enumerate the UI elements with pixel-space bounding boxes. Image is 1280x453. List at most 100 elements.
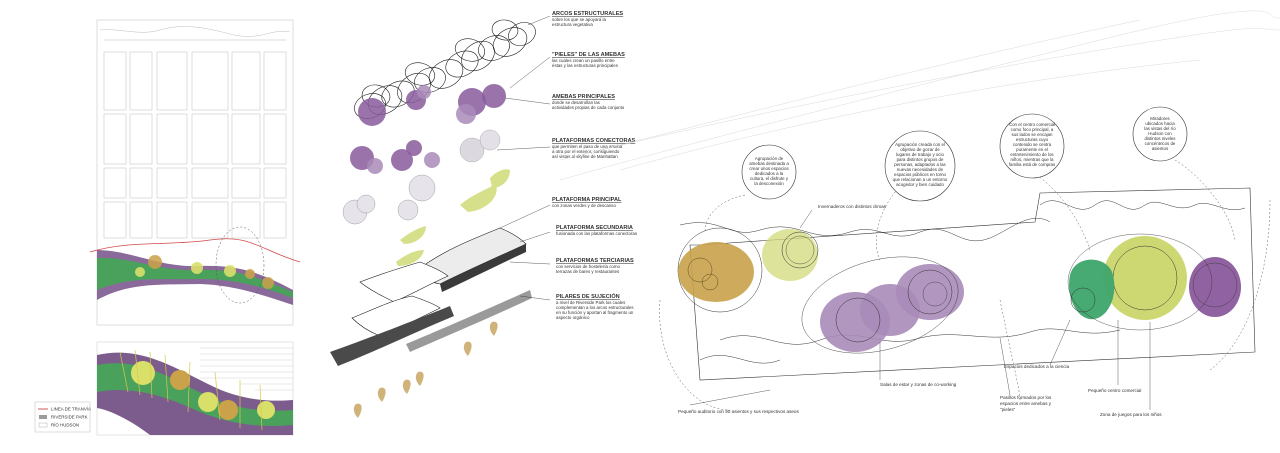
bubble-text: amebas destinada a	[749, 161, 789, 166]
group-cowork	[801, 256, 964, 354]
bubble-text: lugares de trabajo y ocio	[896, 152, 944, 157]
amoeba-skins	[358, 84, 506, 126]
street-grid	[99, 26, 291, 239]
group-commercial	[1067, 233, 1241, 331]
plan-label-juegos: Zona de juegos para los niños	[1100, 412, 1162, 417]
zoom-amoeba	[257, 401, 275, 419]
bubble-text: sus lados se encajan	[1011, 132, 1053, 137]
zoom-ellipse	[215, 226, 265, 304]
connector-platforms	[342, 169, 510, 225]
callout-dashes	[659, 159, 1271, 411]
zoom-pillars	[119, 349, 263, 431]
bubble-text: la desconexión	[754, 181, 784, 186]
layer-desc: complementan a los arcos estructurales	[556, 305, 634, 310]
park-band	[97, 257, 293, 298]
layer-desc: en su función y aportan al fragmento un	[556, 310, 634, 315]
plan-label-ciencia: Espacios dedicados a la ciencia	[1004, 364, 1070, 369]
layer-title: PLATAFORMAS TERCIARIAS	[556, 258, 634, 264]
plan-label-auditorio: Pequeño auditorio con 90 asientos y sus …	[678, 409, 799, 414]
plan-label-salas: Salas de estar y zonas de co-working	[880, 382, 957, 387]
bubble-cowork: Agrupación creada con el objetivo de goz…	[884, 130, 956, 202]
layer-title: PLATAFORMA PRINCIPAL	[552, 197, 622, 203]
zoom-amoeba	[218, 400, 238, 420]
layer-desc: estructura vegetativa	[552, 22, 593, 27]
group-culture	[677, 227, 819, 313]
bubble-text: que relacionan a un entorno	[893, 177, 948, 182]
bubble-text: puramente en el	[1016, 147, 1048, 152]
bubble-text: crear unos espacios	[749, 166, 789, 171]
layer-label-conectoras: PLATAFORMAS CONECTORAS que permiten el p…	[552, 138, 636, 159]
legend-label: LINEA DE TRANVÍA	[51, 407, 91, 412]
bubble-text: las vistas del río	[1144, 126, 1176, 131]
bubble-text: Hudson con	[1148, 131, 1172, 136]
bubble-text: asientos	[1152, 146, 1169, 151]
layer-label-terciarias: PLATAFORMAS TERCIARIAS con servicios de …	[556, 258, 634, 274]
layer-desc: fusionada con las plataformas conectoras	[556, 231, 638, 236]
bubble-text: Con el centro comercial	[1009, 122, 1055, 127]
layer-title: AMEBAS PRINCIPALES	[552, 94, 615, 100]
layer-label-amebas: AMEBAS PRINCIPALES donde se desarrollan …	[552, 94, 625, 110]
bubble-text: niños, mientras que la	[1011, 157, 1055, 162]
layer-label-pilares: PILARES DE SUJECIÓN a nivel de Riverside…	[556, 292, 634, 320]
layer-desc: a otra por el exterior, consiguiendo	[552, 149, 620, 154]
bubble-text: como foco principal, a	[1011, 127, 1054, 132]
path-line	[719, 328, 1121, 345]
layer-label-secundaria: PLATAFORMA SECUNDARIA fusionada con las …	[556, 225, 638, 236]
layer-desc: donde se desarrollan las	[552, 100, 601, 105]
leader-lines	[496, 15, 551, 301]
bubble-text: dedicados a la	[755, 171, 784, 176]
bubble-text: espacios públicos en torno	[894, 172, 947, 177]
site-plan	[89, 19, 301, 326]
path-line	[699, 355, 781, 364]
legend-label: RIVERSIDE PARK	[51, 415, 88, 420]
exploded-axonometric: ARCOS ESTRUCTURALES sobre los que se apo…	[330, 11, 638, 418]
zoom-amoeba	[170, 370, 190, 390]
bubble-text: cultura, el disfrute y	[750, 176, 789, 181]
bubble-viewpoints: Miradores ubicados hacia las vistas del …	[1132, 106, 1188, 162]
bubble-text: Agrupación de	[755, 156, 784, 161]
bubble-text: concéntricos de	[1145, 141, 1176, 146]
layer-desc: terrazas de bares y restaurantes	[556, 269, 620, 274]
layer-desc: éstas y las estructuras principales	[552, 63, 619, 68]
park-amoebas	[135, 255, 274, 289]
bubble-commercial: Con el centro comercial como foco princi…	[999, 113, 1065, 179]
legend-label: RÍO HUDSON	[51, 423, 79, 428]
layer-title: ARCOS ESTRUCTURALES	[552, 11, 623, 17]
plan-view: Agrupación de amebas destinada a crear u…	[559, 10, 1280, 417]
legend: LINEA DE TRANVÍA RIVERSIDE PARK RÍO HUDS…	[34, 401, 91, 433]
bubble-text: distintos niveles	[1145, 136, 1177, 141]
support-pillars	[353, 321, 498, 418]
bubble-text: nuevas necesidades de	[897, 167, 944, 172]
bubble-text: personas, adaptados a las	[894, 162, 946, 167]
bubble-text: entretenimiento de los	[1010, 152, 1054, 157]
main-amoebas	[350, 129, 501, 174]
path-line	[679, 218, 1051, 242]
bubble-text: Miradores	[1150, 116, 1170, 121]
structural-arches	[354, 19, 536, 119]
layer-desc: actividades propias de cada conjunto	[552, 105, 625, 110]
layer-title: PLATAFORMA SECUNDARIA	[556, 225, 633, 231]
tram-line	[89, 238, 301, 263]
layer-label-arcos: ARCOS ESTRUCTURALES sobre los que se apo…	[552, 11, 623, 27]
bubble-text: estructuras cuyo	[1016, 137, 1049, 142]
layer-label-pieles: "PIELES" DE LAS AMEBAS las cuales crean …	[552, 52, 625, 68]
layer-desc: a nivel de Riverside Park los cuales	[556, 300, 626, 305]
layer-desc: sobre los que se apoyará la	[552, 17, 606, 22]
legend-swatch-river	[38, 422, 48, 428]
site-zoom	[96, 341, 294, 436]
bubble-text: para distintos grupos de	[897, 157, 944, 162]
platforms	[330, 226, 532, 366]
layer-desc: aspecto orgánico	[556, 315, 590, 320]
zoom-amoeba	[198, 392, 218, 412]
bubble-text: acogedor y bien cuidado	[896, 182, 944, 187]
layer-desc: que permiten el paso de una ameba	[552, 144, 623, 149]
bubble-text: familia está de compras	[1009, 162, 1056, 167]
layer-desc: las cuales crean un pasillo entre	[552, 58, 615, 63]
bubble-text: contenido se centra	[1013, 142, 1052, 147]
path-line	[1039, 200, 1246, 210]
plan-label-pasillos: Pasillos formados por los	[1000, 395, 1052, 400]
bubble-text: Agrupación creada con el	[895, 142, 945, 147]
bubble-culture: Agrupación de amebas destinada a crear u…	[741, 144, 797, 200]
river-hatch	[200, 347, 293, 391]
